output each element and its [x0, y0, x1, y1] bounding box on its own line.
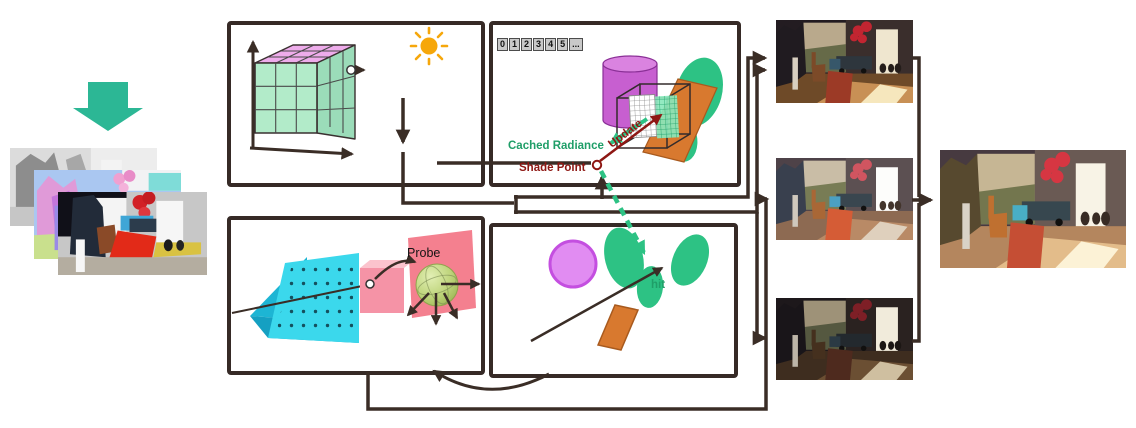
merge-bracket-bottom: [912, 203, 921, 343]
final-render-image: [940, 150, 1126, 268]
cached-radiance-label: Cached Radiance: [508, 140, 604, 152]
panel-probes: [227, 216, 485, 375]
frame-cell: 2: [521, 38, 533, 51]
frame-cell: 1: [509, 38, 521, 51]
frame-cell: ...: [569, 38, 583, 51]
gbuffer-albedo-image: [58, 192, 207, 275]
render-pass-b-image: [776, 158, 913, 240]
frame-counter: 0 1 2 3 4 5 ...: [497, 38, 583, 51]
hit-label: hit: [651, 279, 666, 291]
merge-bracket-top: [912, 56, 921, 197]
to-render-c: [752, 212, 768, 346]
frame-cell: 4: [545, 38, 557, 51]
frame-cell: 3: [533, 38, 545, 51]
probe-label: Probe: [407, 246, 441, 260]
panel-voxel-grid: [227, 21, 485, 187]
frame-cell: 5: [557, 38, 569, 51]
render-pass-a-image: [776, 20, 913, 103]
panel-scene: [489, 223, 738, 378]
render-pass-c-image: [776, 298, 913, 380]
input-down-arrow: [73, 82, 143, 131]
frame-cell: 0: [497, 38, 509, 51]
shade-point-label: Shade Point: [519, 162, 586, 174]
